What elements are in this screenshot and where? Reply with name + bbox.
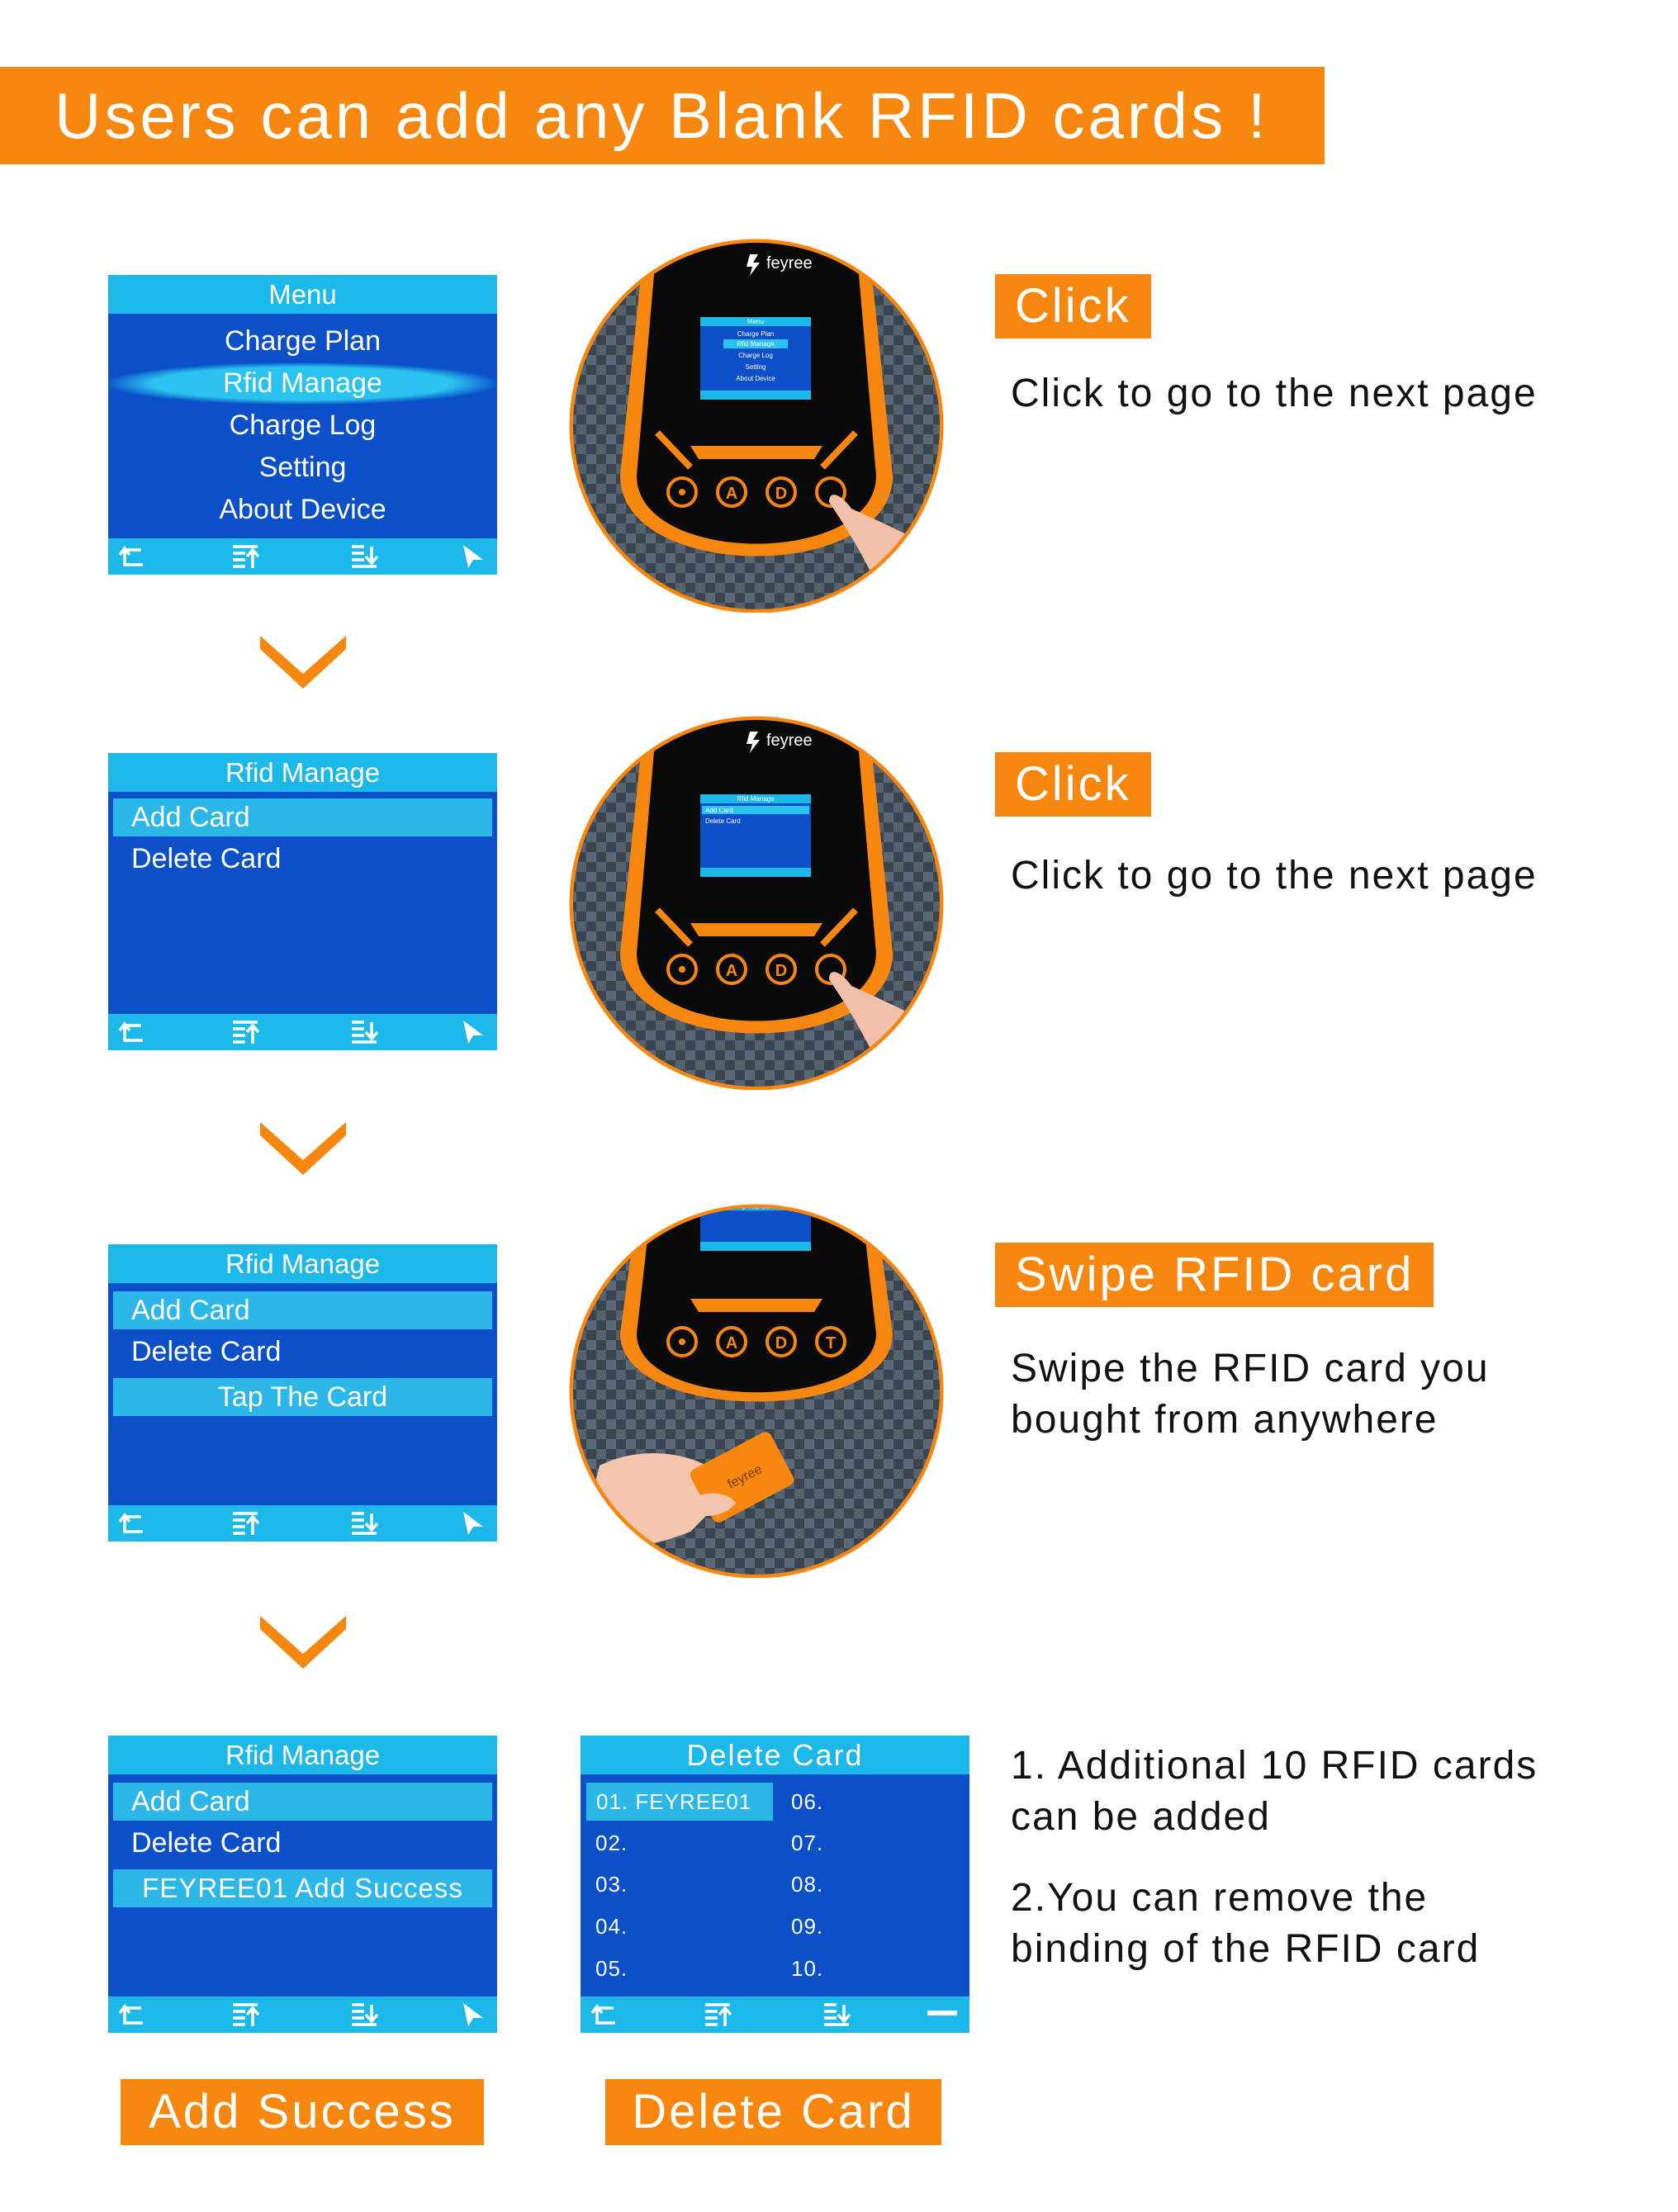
- back-icon[interactable]: [118, 1510, 148, 1537]
- svg-text:Rfid Manage: Rfid Manage: [737, 795, 775, 803]
- scroll-up-icon[interactable]: [230, 2001, 260, 2028]
- screen-title: Menu: [108, 275, 497, 314]
- card-slot-01[interactable]: 01. FEYREE01: [586, 1783, 773, 1821]
- svg-text:About Device: About Device: [736, 375, 775, 382]
- step3-tag: Swipe RFID card: [995, 1243, 1434, 1307]
- screen-title: Rfid Manage: [108, 753, 497, 792]
- lcd-screen-tap-card: Rfid Manage Add Card Delete Card Tap The…: [108, 1244, 497, 1542]
- menu-item-about-device[interactable]: About Device: [219, 494, 386, 525]
- delete-minus-icon[interactable]: [927, 2000, 957, 2026]
- scroll-up-icon[interactable]: [230, 1019, 260, 1045]
- menu-item-charge-log[interactable]: Charge Log: [229, 410, 377, 441]
- charger-device-image: Menu Charge Plan Rfid Manage Charge Log …: [569, 239, 944, 613]
- note1-line2: can be added: [1011, 1795, 1271, 1839]
- card-slot-09[interactable]: 09.: [791, 1914, 824, 1939]
- scroll-down-icon[interactable]: [349, 2001, 379, 2028]
- page-banner: Users can add any Blank RFID cards !: [0, 67, 1325, 164]
- svg-text:A: A: [726, 962, 737, 980]
- lcd-screen-menu: Menu Charge Plan Rfid Manage Charge Log …: [108, 275, 497, 575]
- svg-text:Add Card: Add Card: [705, 807, 733, 814]
- card-slot-02[interactable]: 02.: [595, 1831, 628, 1855]
- chevron-down-icon: [260, 1616, 346, 1669]
- chevron-down-icon: [260, 636, 346, 689]
- note2-line1: 2.You can remove the: [1011, 1876, 1429, 1920]
- lcd-screen-delete-card: Delete Card 01. FEYREE01 02. 03. 04. 05.…: [581, 1736, 969, 2033]
- select-icon[interactable]: [458, 543, 488, 570]
- add-card-item[interactable]: Add Card: [113, 1783, 492, 1821]
- card-slot-06[interactable]: 06.: [791, 1789, 824, 1814]
- step2-tag: Click: [995, 752, 1151, 817]
- screen-title: Delete Card: [581, 1736, 969, 1774]
- charger-device-swipe-image: Tap The Card A D T feyree: [569, 1203, 944, 1578]
- step1-description: Click to go to the next page: [1011, 372, 1538, 415]
- step3-description-line1: Swipe the RFID card you: [1011, 1347, 1490, 1390]
- tap-card-prompt: Tap The Card: [113, 1378, 492, 1416]
- menu-item-charge-plan[interactable]: Charge Plan: [224, 325, 381, 357]
- back-icon[interactable]: [118, 2001, 148, 2028]
- back-icon[interactable]: [590, 2001, 620, 2028]
- delete-card-item[interactable]: Delete Card: [131, 843, 282, 874]
- screen-footer: [581, 1996, 969, 2033]
- screen-footer: [108, 538, 497, 575]
- delete-card-item[interactable]: Delete Card: [131, 1827, 282, 1859]
- svg-text:Rfid Manage: Rfid Manage: [737, 340, 775, 348]
- scroll-down-icon[interactable]: [349, 543, 379, 570]
- menu-item-rfid-manage[interactable]: Rfid Manage: [108, 362, 497, 405]
- svg-text:Charge Log: Charge Log: [738, 352, 773, 359]
- screen-footer: [108, 1014, 497, 1050]
- add-card-item[interactable]: Add Card: [113, 798, 492, 836]
- card-slot-03[interactable]: 03.: [595, 1872, 628, 1897]
- chevron-down-icon: [260, 1122, 346, 1175]
- add-card-item[interactable]: Add Card: [113, 1291, 492, 1329]
- scroll-down-icon[interactable]: [822, 2001, 851, 2028]
- select-icon[interactable]: [458, 1019, 488, 1045]
- card-slot-10[interactable]: 10.: [791, 1956, 824, 1981]
- svg-text:feyree: feyree: [766, 254, 813, 272]
- card-slot-04[interactable]: 04.: [595, 1914, 628, 1939]
- delete-card-tag: Delete Card: [605, 2079, 941, 2145]
- scroll-up-icon[interactable]: [230, 543, 260, 570]
- scroll-up-icon[interactable]: [230, 1510, 260, 1537]
- add-success-tag: Add Success: [121, 2079, 484, 2145]
- svg-text:Tap The Card: Tap The Card: [736, 1203, 775, 1210]
- select-icon[interactable]: [458, 2001, 488, 2028]
- menu-item-setting[interactable]: Setting: [258, 452, 347, 483]
- screen-footer: [108, 1505, 497, 1542]
- svg-text:T: T: [826, 1334, 836, 1352]
- svg-text:Charge Plan: Charge Plan: [737, 330, 774, 338]
- charger-device-image: Rfid Manage Add Card Delete Card feyree …: [569, 716, 944, 1090]
- svg-text:A: A: [726, 1334, 737, 1352]
- note2-line2: binding of the RFID card: [1011, 1927, 1481, 1971]
- svg-text:D: D: [775, 485, 787, 503]
- screen-footer: [108, 1996, 497, 2033]
- lcd-screen-add-success: Rfid Manage Add Card Delete Card FEYREE0…: [108, 1736, 497, 2033]
- note1-line1: 1. Additional 10 RFID cards: [1011, 1744, 1538, 1788]
- select-icon[interactable]: [458, 1510, 488, 1537]
- card-slot-07[interactable]: 07.: [791, 1831, 824, 1855]
- add-success-message: FEYREE01 Add Success: [113, 1869, 492, 1907]
- scroll-down-icon[interactable]: [349, 1510, 379, 1537]
- step2-description: Click to go to the next page: [1011, 854, 1538, 898]
- scroll-down-icon[interactable]: [349, 1019, 379, 1045]
- delete-card-item[interactable]: Delete Card: [131, 1336, 282, 1367]
- svg-text:D: D: [775, 962, 787, 980]
- svg-text:Setting: Setting: [746, 363, 766, 371]
- screen-title: Rfid Manage: [108, 1736, 497, 1774]
- step1-tag: Click: [995, 274, 1151, 339]
- svg-text:Delete Card: Delete Card: [705, 817, 741, 825]
- scroll-up-icon[interactable]: [703, 2001, 732, 2028]
- step3-description-line2: bought from anywhere: [1011, 1398, 1439, 1442]
- svg-text:Menu: Menu: [747, 318, 764, 325]
- svg-text:A: A: [726, 485, 737, 503]
- card-slot-05[interactable]: 05.: [595, 1956, 628, 1981]
- back-icon[interactable]: [118, 1019, 148, 1045]
- lcd-screen-rfid-manage: Rfid Manage Add Card Delete Card: [108, 753, 497, 1050]
- svg-text:D: D: [775, 1334, 787, 1352]
- back-icon[interactable]: [118, 543, 148, 570]
- card-slot-08[interactable]: 08.: [791, 1872, 824, 1897]
- svg-text:feyree: feyree: [766, 732, 813, 750]
- screen-title: Rfid Manage: [108, 1244, 497, 1283]
